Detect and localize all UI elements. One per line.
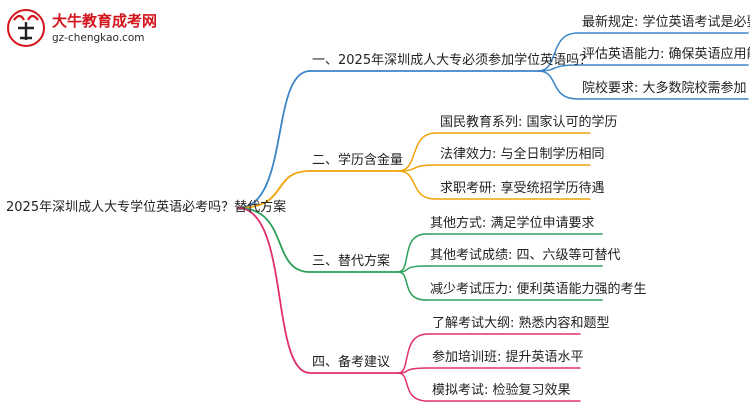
leaf-connector xyxy=(537,64,579,72)
leaf-connector xyxy=(397,170,437,200)
site-url: gz-chengkao.com xyxy=(52,32,145,44)
leaf-connector xyxy=(397,372,429,402)
branch-topic: 二、学历含金量 xyxy=(312,153,404,168)
leaf-connector xyxy=(537,70,579,100)
leaf-connector xyxy=(397,265,427,273)
leaf-topic: 其他考试成绩: 四、六级等可替代 xyxy=(430,248,621,263)
brand-name: 大牛教育成考网 xyxy=(52,12,158,30)
leaf-connector xyxy=(397,233,427,273)
leaf-connector xyxy=(397,271,427,301)
leaf-topic: 其他方式: 满足学位申请要求 xyxy=(430,216,595,231)
leaf-topic: 法律效力: 与全日制学历相同 xyxy=(440,147,605,162)
leaf-topic: 减少考试压力: 便利英语能力强的考生 xyxy=(430,282,647,297)
bull-mascot-icon xyxy=(7,9,45,47)
leaf-connector xyxy=(397,333,429,374)
site-logo[interactable]: 大牛教育成考网 gz-chengkao.com xyxy=(6,6,166,54)
leaf-topic: 院校要求: 大多数院校需参加 xyxy=(582,81,747,96)
branch-topic: 三、替代方案 xyxy=(312,254,391,269)
leaf-connector xyxy=(537,32,579,72)
leaf-topic: 国民教育系列: 国家认可的学历 xyxy=(440,115,618,130)
branch-topic: 四、备考建议 xyxy=(312,355,391,370)
branch-connector xyxy=(237,70,311,209)
leaf-topic: 最新规定: 学位英语考试是必要条件 xyxy=(582,15,750,30)
leaf-topic: 参加培训班: 提升英语水平 xyxy=(432,350,584,365)
root-topic: 2025年深圳成人大专学位英语必考吗？替代方案 xyxy=(6,200,287,215)
leaf-topic: 了解考试大纲: 熟悉内容和题型 xyxy=(432,316,610,331)
leaf-topic: 评估英语能力: 确保英语应用能力 xyxy=(582,47,750,62)
leaf-connector xyxy=(397,132,437,172)
leaf-topic: 模拟考试: 检验复习效果 xyxy=(432,383,571,398)
leaf-topic: 求职考研: 享受统招学历待遇 xyxy=(440,181,605,196)
leaf-connector xyxy=(397,164,437,172)
branch-topic: 一、2025年深圳成人大专必须参加学位英语吗？ xyxy=(312,53,593,68)
branch-connector xyxy=(237,207,311,273)
branch-connector xyxy=(237,170,311,209)
branch-connector xyxy=(237,207,311,374)
